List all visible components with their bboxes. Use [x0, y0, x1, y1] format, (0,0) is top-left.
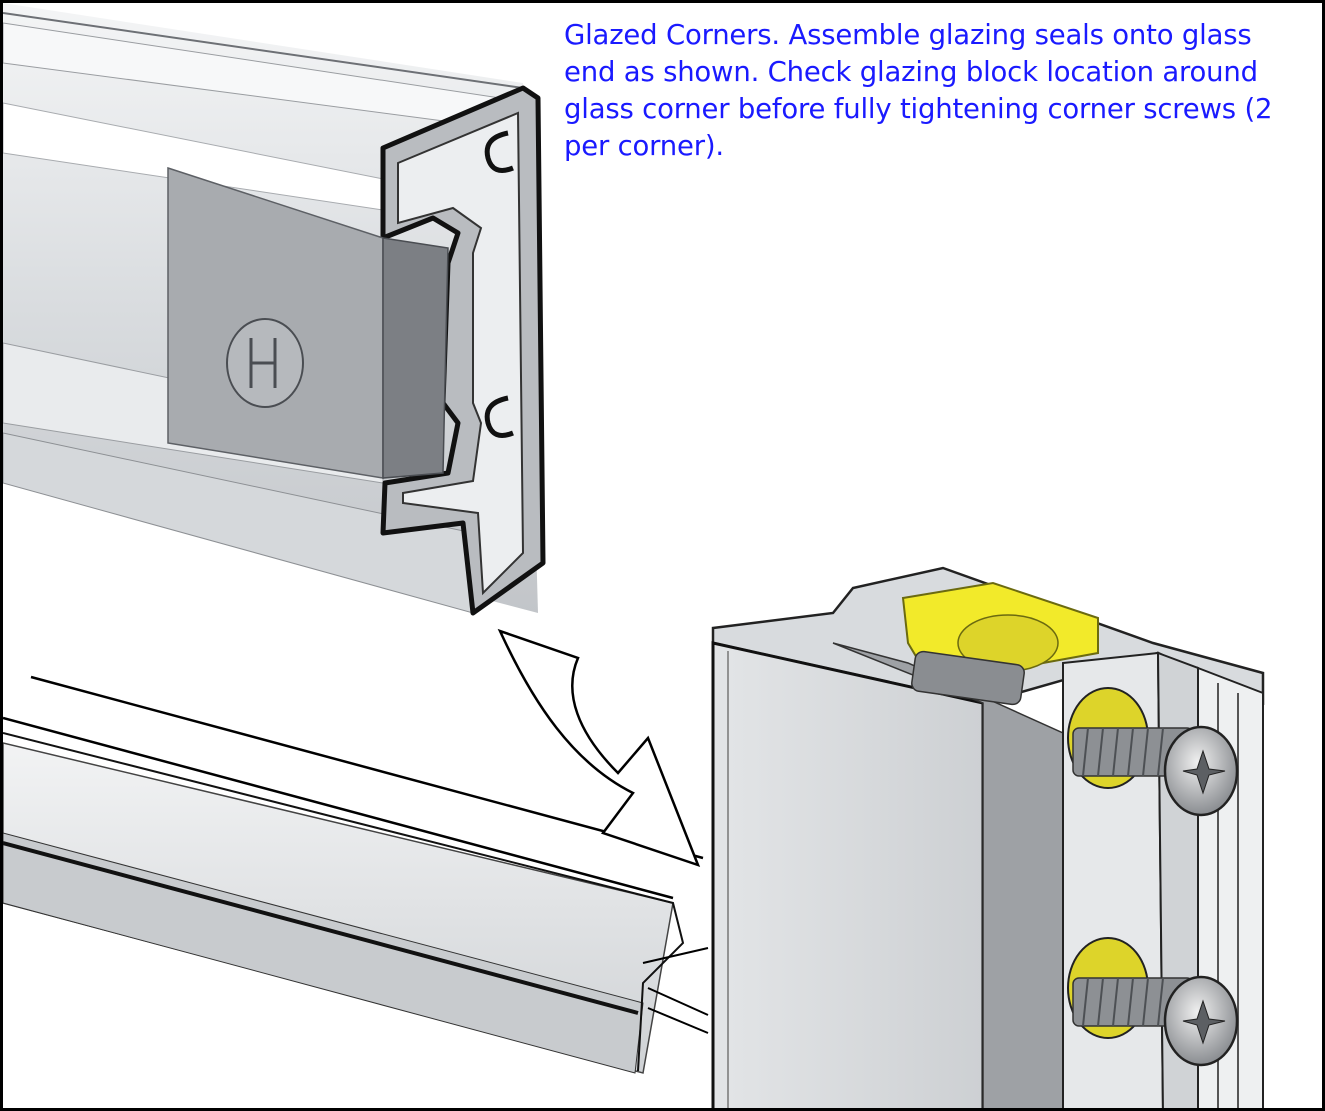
horizontal-frame-profile [3, 3, 546, 616]
corner-screw-top-icon [1072, 725, 1239, 817]
instruction-heading: Glazed Corners. [564, 19, 780, 51]
vertical-frame-post [711, 566, 1265, 1108]
glazing-seal [3, 675, 709, 1074]
curved-arrow-icon [497, 628, 701, 868]
instruction-caption: Glazed Corners. Assemble glazing seals o… [564, 17, 1309, 165]
corner-screw-bottom-icon [1072, 975, 1239, 1067]
assembly-illustration [3, 3, 1265, 1108]
instruction-body: Assemble glazing seals onto glass end as… [564, 19, 1273, 162]
